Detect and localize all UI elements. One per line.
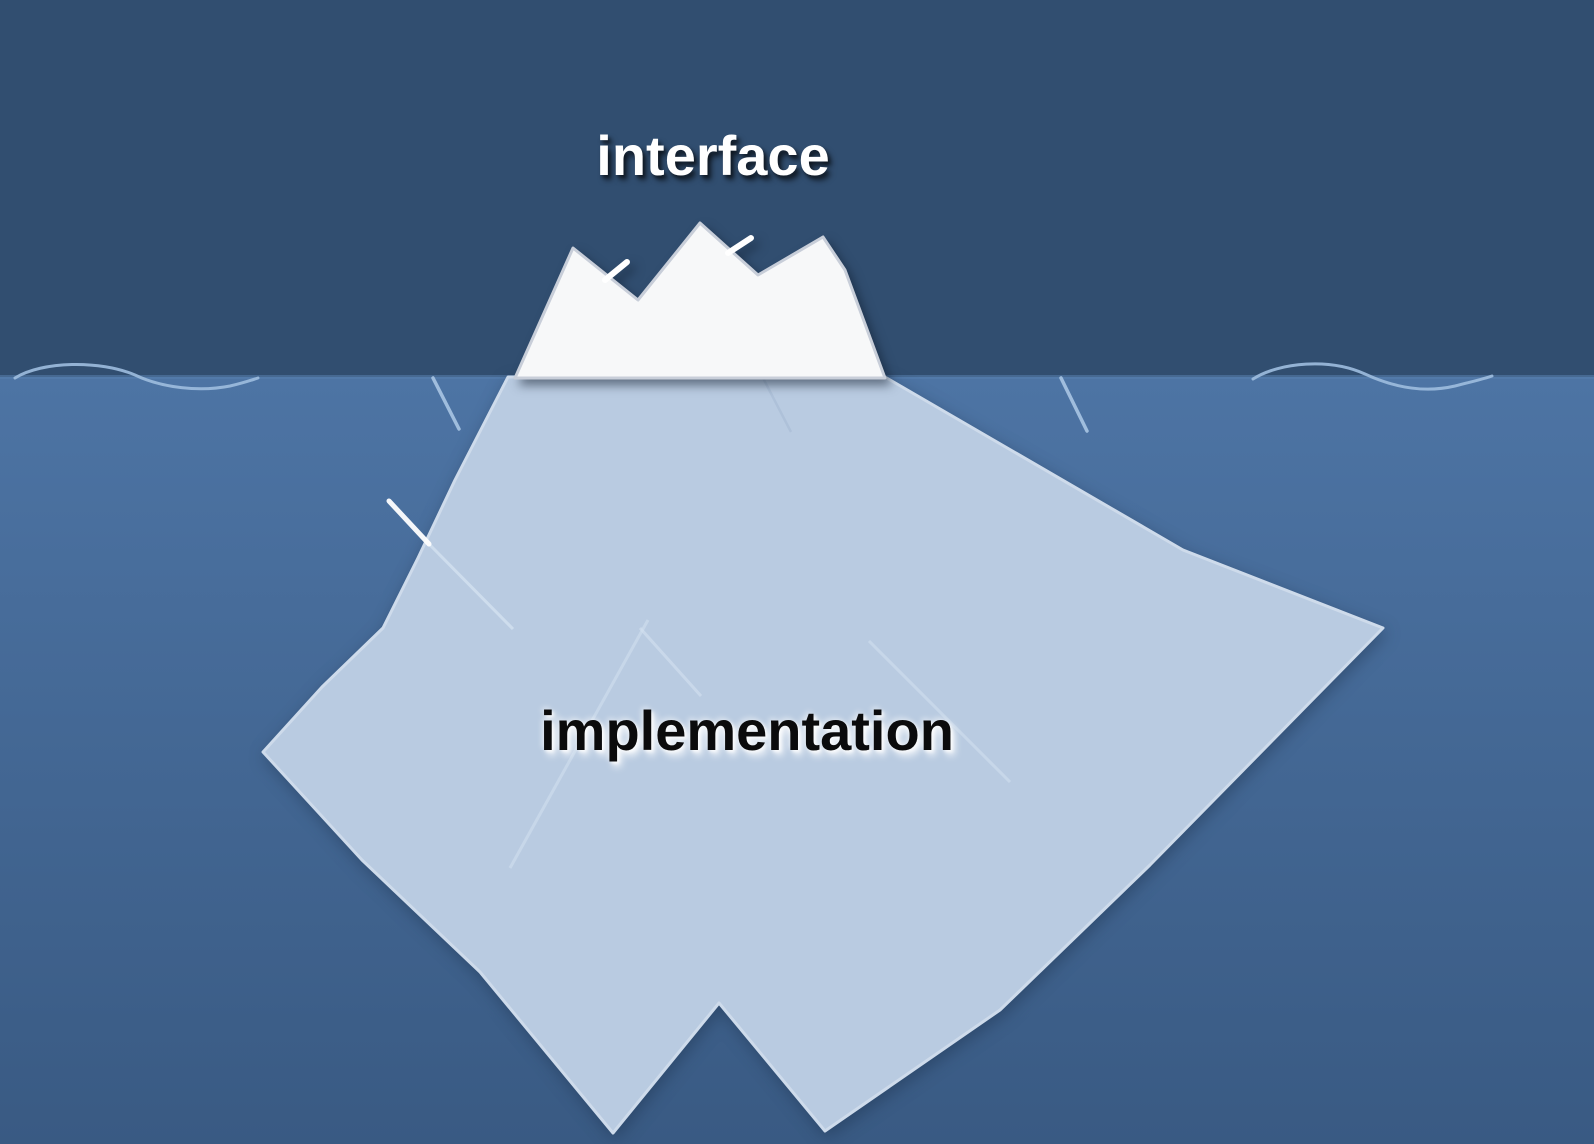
wave-squiggle-left <box>13 363 260 391</box>
iceberg-tip <box>513 221 887 380</box>
implementation-label: implementation <box>540 699 954 762</box>
wave-squiggle-right <box>1251 362 1494 391</box>
underwater-crack-1 <box>427 542 515 631</box>
underwater-crack-4 <box>867 639 1012 784</box>
underwater-crack-5 <box>761 377 793 433</box>
edge-crack-bright <box>386 498 432 547</box>
tip-crack-mark-left <box>602 259 630 283</box>
tip-crack-mark-right <box>725 235 754 256</box>
underwater-crack-3 <box>638 626 703 698</box>
iceberg-underwater-body <box>261 375 1385 1135</box>
water-crack-left <box>431 376 461 431</box>
interface-label: interface <box>596 124 830 187</box>
iceberg-tip-group <box>513 221 887 380</box>
underwater-crack-2 <box>508 619 650 869</box>
water-crack-right <box>1059 376 1089 433</box>
